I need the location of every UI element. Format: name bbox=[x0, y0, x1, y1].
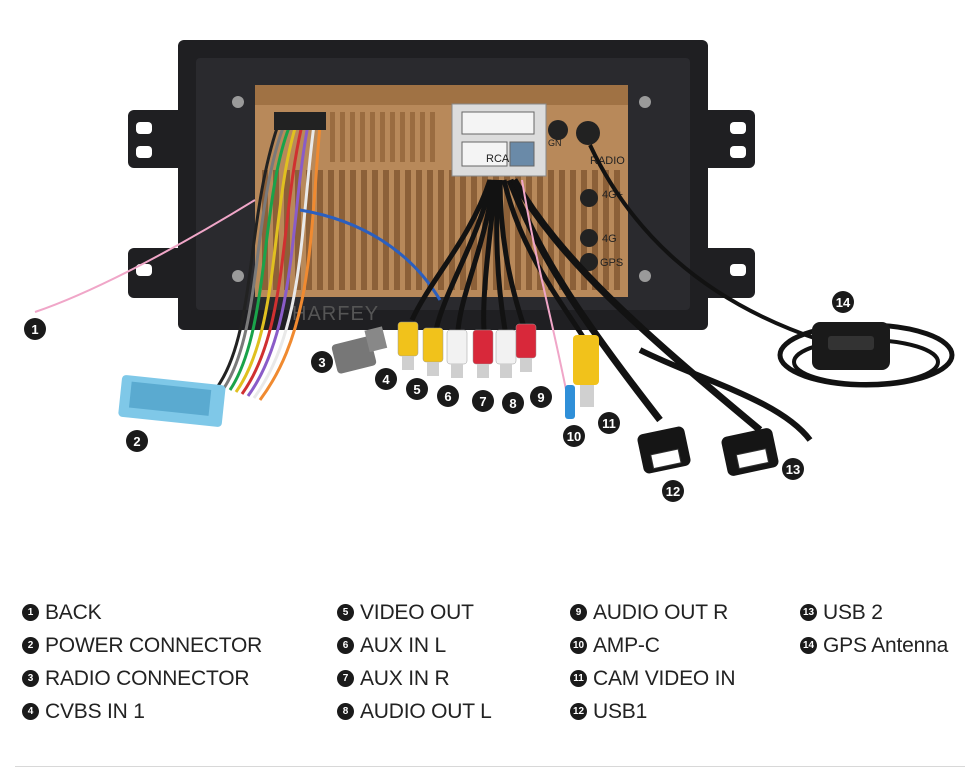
legend-item: 5 VIDEO OUT bbox=[337, 596, 492, 629]
legend-label: USB 2 bbox=[823, 600, 883, 624]
legend-label: USB1 bbox=[593, 699, 648, 723]
legend-column-4: 13 USB 2 14 GPS Antenna bbox=[800, 596, 948, 662]
legend-label: AUDIO OUT L bbox=[360, 699, 492, 723]
callout-11: 11 bbox=[598, 412, 620, 434]
legend-number: 4 bbox=[22, 703, 39, 720]
legend-number: 11 bbox=[570, 670, 587, 687]
callout-3: 3 bbox=[311, 351, 333, 373]
4g-port-label: 4G bbox=[602, 233, 617, 245]
callout-10: 10 bbox=[563, 425, 585, 447]
legend-label: CVBS IN 1 bbox=[45, 699, 145, 723]
legend-label: AUDIO OUT R bbox=[593, 600, 729, 624]
head-unit-illustration: RADIO 4G+ 4G GPS GN RCA HARFEY bbox=[34, 40, 955, 476]
brand-logo: HARFEY bbox=[292, 303, 379, 325]
callout-5: 5 bbox=[406, 378, 428, 400]
usb2-plug bbox=[721, 428, 779, 476]
legend-number: 14 bbox=[800, 637, 817, 654]
legend-number: 7 bbox=[337, 670, 354, 687]
bottom-divider bbox=[15, 766, 965, 767]
back-wire bbox=[34, 199, 256, 313]
callout-8: 8 bbox=[502, 392, 524, 414]
legend-item: 10 AMP-C bbox=[570, 629, 735, 662]
callout-1: 1 bbox=[24, 318, 46, 340]
legend-number: 12 bbox=[570, 703, 587, 720]
legend-number: 5 bbox=[337, 604, 354, 621]
callout-14: 14 bbox=[832, 291, 854, 313]
callout-4: 4 bbox=[375, 368, 397, 390]
harness-wires bbox=[216, 124, 322, 401]
usb1-plug bbox=[637, 426, 691, 474]
power-connector bbox=[118, 375, 226, 427]
legend-number: 9 bbox=[570, 604, 587, 621]
legend-label: CAM VIDEO IN bbox=[593, 666, 736, 690]
legend-column-2: 5 VIDEO OUT 6 AUX IN L 7 AUX IN R 8 AUDIO OU… bbox=[337, 596, 492, 728]
rca-plugs bbox=[397, 321, 537, 378]
gps-antenna bbox=[777, 322, 955, 388]
legend-item: 13 USB 2 bbox=[800, 596, 948, 629]
legend-item: 6 AUX IN L bbox=[337, 629, 492, 662]
cam-video-plug bbox=[573, 335, 599, 407]
rca-tag-label: RCA bbox=[486, 153, 510, 165]
rca-cables bbox=[409, 144, 821, 433]
legend-item: 9 AUDIO OUT R bbox=[570, 596, 735, 629]
legend-item: 4 CVBS IN 1 bbox=[22, 695, 262, 728]
legend-label: GPS Antenna bbox=[823, 633, 949, 657]
legend-item: 2 POWER CONNECTOR bbox=[22, 629, 262, 662]
callout-9: 9 bbox=[530, 386, 552, 408]
legend-number: 13 bbox=[800, 604, 817, 621]
legend-label: AMP-C bbox=[593, 633, 660, 657]
legend-column-3: 9 AUDIO OUT R 10 AMP-C 11 CAM VIDEO IN 12 US… bbox=[570, 596, 735, 728]
radio-connector bbox=[331, 326, 388, 374]
right-bracket bbox=[700, 110, 755, 298]
amp-c-plug bbox=[565, 385, 575, 419]
legend-number: 2 bbox=[22, 637, 39, 654]
callout-13: 13 bbox=[782, 458, 804, 480]
legend-number: 1 bbox=[22, 604, 39, 621]
legend-number: 8 bbox=[337, 703, 354, 720]
legend-label: POWER CONNECTOR bbox=[45, 633, 263, 657]
callout-7: 7 bbox=[472, 390, 494, 412]
legend-item: 7 AUX IN R bbox=[337, 662, 492, 695]
callout-2: 2 bbox=[126, 430, 148, 452]
legend-label: RADIO CONNECTOR bbox=[45, 666, 250, 690]
legend-item: 8 AUDIO OUT L bbox=[337, 695, 492, 728]
wiring-diagram: RADIO 4G+ 4G GPS GN RCA HARFEY bbox=[24, 40, 955, 502]
legend-label: VIDEO OUT bbox=[360, 600, 474, 624]
legend-label: BACK bbox=[45, 600, 102, 624]
left-bracket bbox=[128, 110, 188, 298]
legend-label: AUX IN R bbox=[360, 666, 450, 690]
legend-item: 3 RADIO CONNECTOR bbox=[22, 662, 262, 695]
callout-6: 6 bbox=[437, 385, 459, 407]
gn-port-label: GN bbox=[548, 138, 562, 148]
legend-item: 14 GPS Antenna bbox=[800, 629, 948, 662]
legend-label: AUX IN L bbox=[360, 633, 446, 657]
legend-item: 12 USB1 bbox=[570, 695, 735, 728]
gps-port-label: GPS bbox=[600, 257, 623, 269]
legend-number: 10 bbox=[570, 637, 587, 654]
legend-item: 1 BACK bbox=[22, 596, 262, 629]
callout-12: 12 bbox=[662, 480, 684, 502]
legend-number: 3 bbox=[22, 670, 39, 687]
legend-item: 11 CAM VIDEO IN bbox=[570, 662, 735, 695]
legend-number: 6 bbox=[337, 637, 354, 654]
